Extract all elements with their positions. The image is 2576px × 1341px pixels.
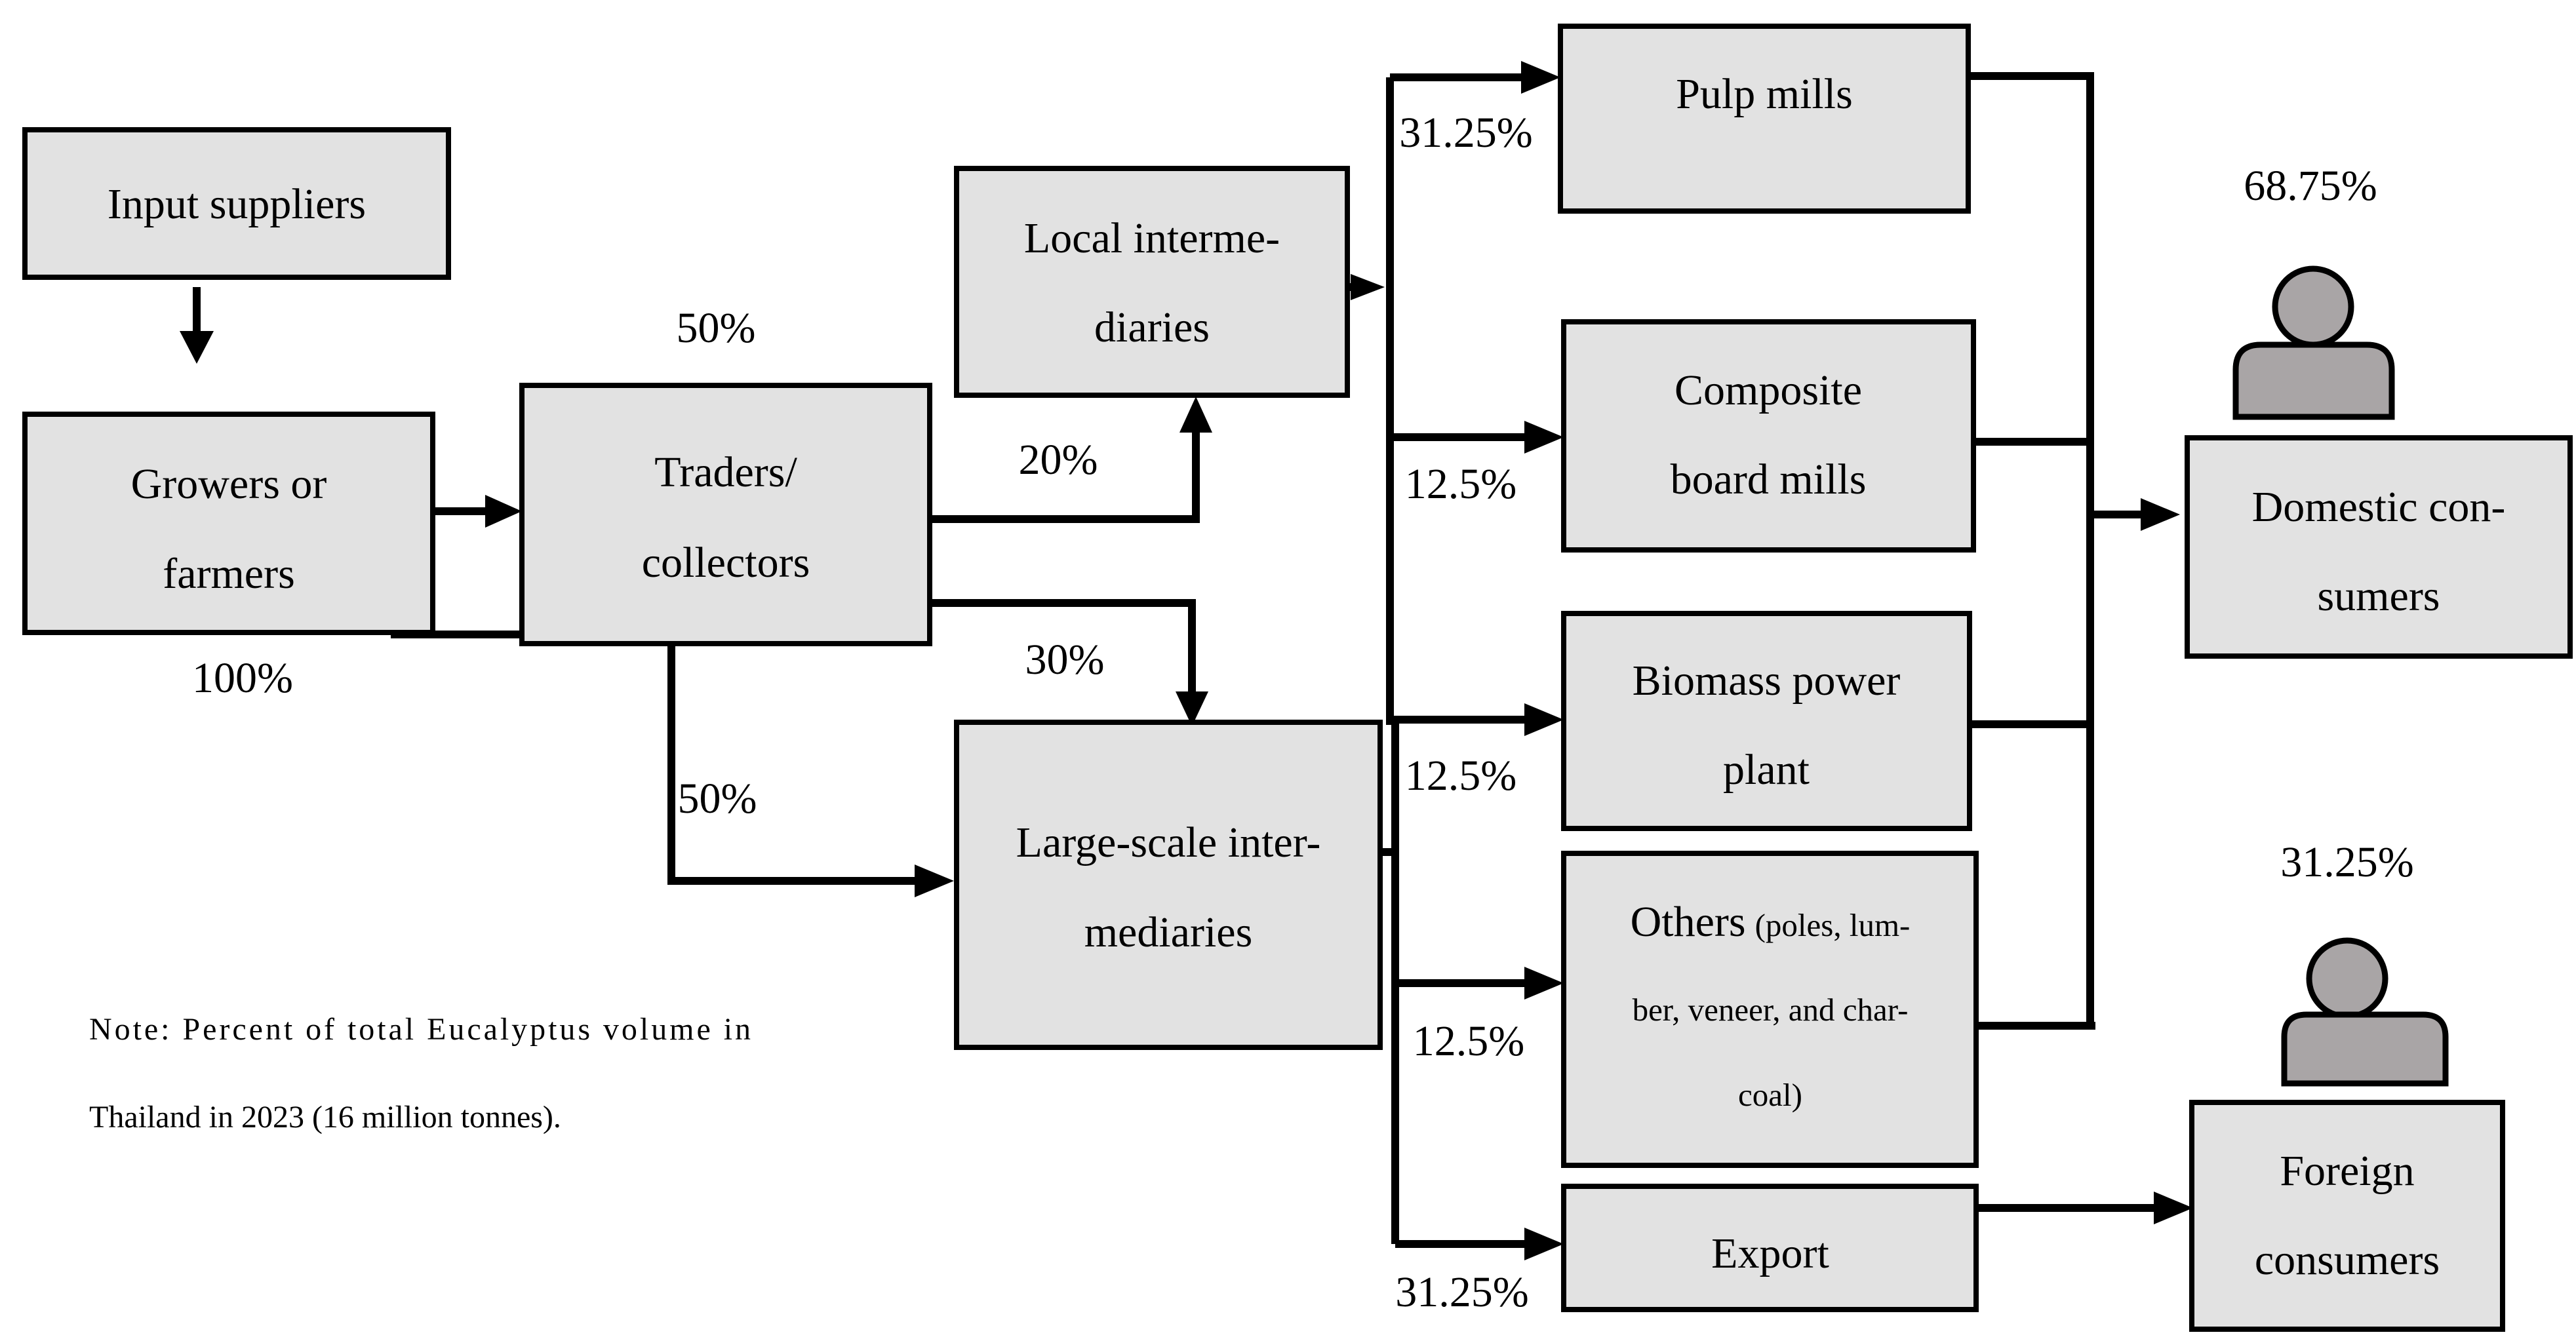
footnote: Note: Percent of total Eucalyptus volume… (89, 1012, 751, 1135)
arrowhead-to-export (1524, 1228, 1564, 1260)
input-suppliers-label: Input suppliers (108, 180, 366, 228)
arrowheads (180, 61, 2193, 1260)
composite-box (1561, 319, 1976, 553)
foreign-consumers-node: Foreign consumers (2189, 1100, 2505, 1332)
arrowhead-to-local (1179, 397, 1212, 433)
local-intermediaries-label-line2: diaries (1094, 303, 1210, 351)
distribution-bus (1386, 77, 1399, 1244)
arrowhead-to-traders (485, 495, 522, 528)
edge-traders-to-large-30 (924, 599, 1196, 695)
pulp-mills-label: Pulp mills (1676, 70, 1853, 118)
label-composite-share: 12.5% (1405, 460, 1516, 508)
person-head (2306, 937, 2388, 1020)
domestic-label-line2: sumers (2318, 572, 2440, 620)
arrowhead-to-foreign (2154, 1192, 2193, 1224)
domestic-label-line1: Domestic con- (2252, 483, 2506, 531)
others-node: Others(poles, lum- ber, veneer, and char… (1561, 851, 1979, 1168)
local-intermediaries-label-line1: Local interme- (1024, 214, 1280, 262)
local-intermediaries-node: Local interme- diaries (954, 166, 1350, 398)
arrowhead-to-domestic (2141, 498, 2180, 531)
arrowhead-to-composite (1524, 421, 1564, 454)
traders-label-line1: Traders/ (654, 448, 797, 496)
composite-label-line2: board mills (1671, 456, 1867, 503)
growers-label-line2: farmers (163, 550, 295, 598)
edge-traders-to-large-50 (667, 644, 918, 885)
input-suppliers-box (22, 127, 451, 280)
large-scale-intermediaries-node: Large-scale inter- mediaries (954, 720, 1383, 1050)
label-biomass-share: 12.5% (1405, 752, 1516, 800)
traders-box (519, 383, 932, 646)
biomass-label-line2: plant (1723, 746, 1810, 794)
export-box (1561, 1184, 1979, 1312)
foreign-consumers-box (2189, 1100, 2505, 1332)
biomass-label-line1: Biomass power (1633, 657, 1901, 705)
person-body (2232, 341, 2395, 420)
arrowhead-to-pulp (1521, 61, 1560, 94)
local-intermediaries-box (954, 166, 1350, 398)
domestic-consumers-box (2185, 435, 2573, 659)
arrowhead-to-biomass (1524, 703, 1564, 736)
others-detail-2: ber, veneer, and char- (1633, 992, 1909, 1028)
arrowhead-to-large-50 (915, 865, 954, 897)
label-traders-share: 50% (677, 304, 756, 352)
label-domestic-share: 68.75% (2244, 162, 2377, 210)
person-icon (2281, 937, 2449, 1087)
label-export-share: 31.25% (1395, 1268, 1528, 1316)
note-line-1: Note: Percent of total Eucalyptus volume… (89, 1012, 751, 1047)
label-others-share: 12.5% (1413, 1017, 1524, 1065)
others-label-line1: Others(poles, lum- (1631, 898, 1911, 946)
others-box (1561, 851, 1979, 1168)
label-to-local: 20% (1019, 436, 1098, 484)
others-detail-3: coal) (1738, 1077, 1802, 1113)
foreign-label-line2: consumers (2255, 1236, 2440, 1284)
person-icon (2232, 265, 2395, 420)
others-detail-1: (poles, lum- (1755, 907, 1911, 943)
arrowhead-to-large-30 (1176, 691, 1208, 726)
label-growers-share: 100% (192, 654, 293, 702)
pulp-mills-box (1558, 24, 1971, 214)
traders-label-line2: collectors (642, 539, 810, 587)
label-to-large-scale: 30% (1025, 636, 1105, 684)
arrowhead-to-growers (180, 331, 214, 364)
traders-node: Traders/ collectors (519, 383, 932, 646)
biomass-power-plant-node: Biomass power plant (1561, 611, 1972, 831)
label-direct-large-scale: 50% (678, 775, 757, 823)
note-line-2: Thailand in 2023 (16 million tonnes). (89, 1100, 561, 1135)
large-scale-label-line1: Large-scale inter- (1016, 819, 1321, 866)
foreign-label-line1: Foreign (2280, 1147, 2414, 1195)
label-foreign-share: 31.25% (2280, 838, 2413, 886)
others-title: Others (1631, 898, 1746, 946)
large-scale-label-line2: mediaries (1084, 908, 1253, 956)
arrowhead-local-to-bus (1351, 274, 1385, 300)
person-body (2281, 1011, 2449, 1087)
arrowhead-to-others (1524, 967, 1564, 1000)
pulp-mills-node: Pulp mills (1558, 24, 1971, 214)
growers-node: Growers or farmers (22, 412, 435, 635)
domestic-consumers-node: Domestic con- sumers (2185, 435, 2573, 659)
growers-box (22, 412, 435, 635)
large-scale-intermediaries-box (954, 720, 1383, 1050)
export-node: Export (1561, 1184, 1979, 1312)
composite-board-mills-node: Composite board mills (1561, 319, 1976, 553)
growers-label-line1: Growers or (131, 460, 327, 508)
edge-traders-to-local (924, 429, 1200, 523)
input-suppliers-node: Input suppliers (22, 127, 451, 280)
export-label: Export (1711, 1230, 1829, 1277)
biomass-box (1561, 611, 1972, 831)
connectors (193, 72, 2157, 1248)
composite-label-line1: Composite (1674, 366, 1862, 414)
person-head (2272, 265, 2354, 348)
label-pulp-share: 31.25% (1399, 109, 1532, 157)
percentage-labels: 100% 50% 20% 30% 50% 31.25% 12.5% 12.5% … (192, 109, 2414, 1316)
